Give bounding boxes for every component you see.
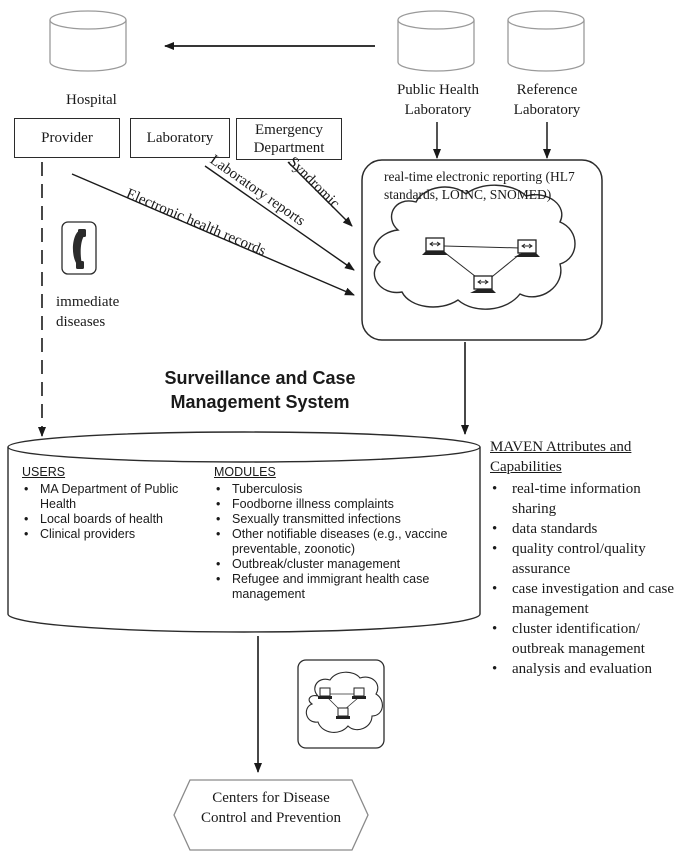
arrow-syndromic [287,161,353,227]
cdc-label: Centers for Disease Control and Preventi… [201,790,341,826]
modules-item: Outbreak/cluster management [216,557,454,572]
reporting-label: real-time electronic reporting (HL7 stan… [384,169,575,202]
users-item: Clinical providers [24,527,202,542]
maven-item: data standards [492,519,686,539]
public-health-lab-database-icon [397,10,475,72]
users-item: MA Department of Public Health [24,482,202,512]
arrow-laboratory-reports [204,165,355,271]
modules-item: Sexually transmitted infections [216,512,454,527]
maven-item: real-time information sharing [492,479,686,519]
arrow-ehr [71,173,355,296]
maven-item: case investigation and case management [492,579,686,619]
maven-header: MAVEN Attributes and Capabilities [490,439,632,475]
reference-lab-label: Reference Laboratory [513,82,581,118]
emergency-department-box: Emergency Department [236,118,342,160]
modules-section: MODULES Tuberculosis Foodborne illness c… [214,465,454,602]
computer-icon [422,237,448,255]
modules-item: Tuberculosis [216,482,454,497]
modules-item: Other notifiable diseases (e.g., vaccine… [216,527,454,557]
modules-item: Foodborne illness complaints [216,497,454,512]
cdc-hexagon [173,779,369,851]
users-header: USERS [22,465,66,479]
maven-item: cluster identification/ outbreak managem… [492,619,686,659]
users-section: USERS MA Department of Public Health Loc… [22,465,202,542]
telephone-icon [61,221,97,275]
provider-box: Provider [14,118,120,158]
laboratory-box: Laboratory [130,118,230,158]
immediate-diseases-label: immediate diseases [56,294,120,330]
maven-item: quality control/quality assurance [492,539,686,579]
system-title: Surveillance and Case Management System [164,368,356,412]
public-health-lab-label: Public Health Laboratory [396,82,480,118]
maven-item: analysis and evaluation [492,659,686,679]
modules-header: MODULES [214,465,276,479]
network-cloud-icon [373,184,576,310]
reference-lab-database-icon [507,10,585,72]
hospital-database-icon [49,10,127,72]
maven-section: MAVEN Attributes and Capabilities real-t… [490,437,686,679]
modules-item: Refugee and immigrant health case manage… [216,572,454,602]
users-item: Local boards of health [24,512,202,527]
hospital-label: Hospital [66,92,117,108]
computer-icon [470,275,496,293]
computer-icon [514,239,540,257]
small-network-icon [297,659,385,749]
